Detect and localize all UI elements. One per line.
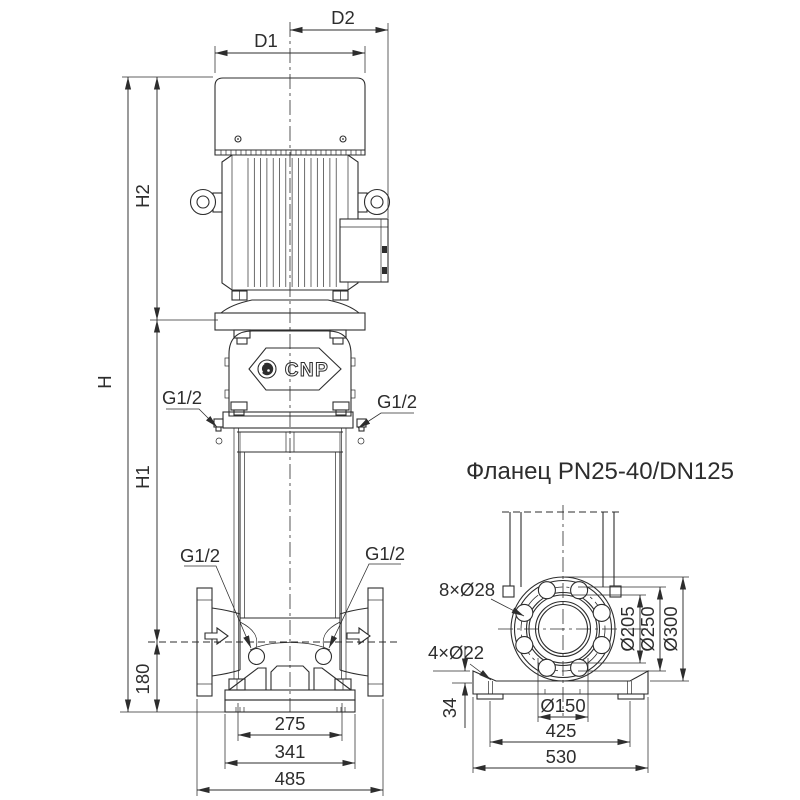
fan-grille <box>220 150 362 155</box>
hole-callouts: 8×Ø28 4×Ø22 <box>428 579 525 681</box>
dim-label-d205: Ø205 <box>617 606 638 651</box>
dim-label-34: 34 <box>439 698 460 719</box>
dim-label-d1: D1 <box>254 30 278 51</box>
flange-view-title: Фланец PN25-40/DN125 <box>466 458 734 485</box>
port-label-lower-left: G1/2 <box>180 545 220 566</box>
cnp-logo-icon <box>257 359 277 379</box>
dim-label-h: H <box>94 375 115 388</box>
flange-bolt-holes <box>515 581 611 677</box>
dim-base-widths: Ø150 425 530 <box>472 658 649 773</box>
elevation-view: CNP <box>94 7 417 796</box>
terminal-box <box>339 218 389 283</box>
dim-d1-d2: D1 D2 <box>214 7 389 218</box>
port-label-lower-right: G1/2 <box>365 543 405 564</box>
drain-port-left <box>247 647 266 666</box>
brand-text: CNP <box>285 360 330 381</box>
pump-casing <box>196 587 384 697</box>
dim-label-d150: Ø150 <box>540 695 585 716</box>
dim-widths: 275 341 485 <box>196 699 384 796</box>
port-callouts: G1/2 G1/2 G1/2 G1/2 <box>162 387 417 649</box>
dim-label-180: 180 <box>132 664 153 695</box>
flange-detail-view: Фланец PN25-40/DN125 <box>428 458 734 773</box>
motor-frame <box>221 154 359 291</box>
riser-pipes <box>502 511 622 598</box>
flow-arrow-in <box>204 626 229 646</box>
brand-badge <box>248 347 342 391</box>
head-body <box>228 330 352 417</box>
dim-label-425: 425 <box>546 720 577 741</box>
lifting-eyebolt-left <box>189 188 223 216</box>
dim-label-h2: H2 <box>132 184 153 208</box>
dim-label-h1: H1 <box>132 465 153 489</box>
dim-label-4xd22: 4×Ø22 <box>428 642 484 663</box>
port-label-upper-right: G1/2 <box>377 391 417 412</box>
head-top-bolts <box>233 329 347 345</box>
dim-base-height: 34 <box>433 646 472 728</box>
dim-label-d2: D2 <box>331 7 355 28</box>
dim-label-8xd28: 8×Ø28 <box>439 579 495 600</box>
flow-arrow-out <box>346 626 371 646</box>
dim-label-275: 275 <box>275 713 306 734</box>
dim-label-d300: Ø300 <box>660 606 681 651</box>
vent-plug-left <box>213 418 224 445</box>
dim-heights: H H2 H1 180 <box>94 76 227 713</box>
motor-foot-bolts <box>231 290 349 301</box>
vent-plug-right <box>356 418 367 445</box>
dim-label-530: 530 <box>546 746 577 767</box>
cover-screws <box>234 135 347 143</box>
lifting-eyebolt-right <box>357 188 391 216</box>
dim-label-485: 485 <box>275 768 306 789</box>
bedplate-bolt-marks <box>235 707 346 712</box>
port-label-upper-left: G1/2 <box>162 387 202 408</box>
motor-fins <box>247 158 337 287</box>
fan-cover <box>214 77 366 156</box>
dim-label-d250: Ø250 <box>637 606 658 651</box>
motor <box>189 77 391 331</box>
dim-label-341: 341 <box>275 741 306 762</box>
drain-port-right <box>314 647 333 666</box>
dim-diameters: Ø205 Ø250 Ø300 <box>565 576 689 682</box>
